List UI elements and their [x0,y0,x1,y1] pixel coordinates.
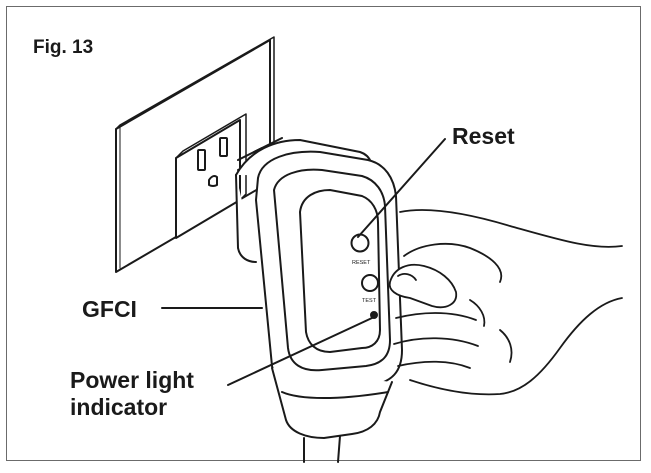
figure-label: Fig. 13 [33,37,94,58]
power-light-label-line2: indicator [70,394,168,420]
device-reset-text: RESET [352,260,371,266]
power-light-label-line1: Power light [70,367,194,393]
hand-icon [388,209,623,396]
gfci-label: GFCI [82,296,137,322]
power-light-label: Power light indicator [70,367,194,421]
leader-lines [161,138,446,386]
gfci-adapter-icon: RESET TEST [235,139,403,463]
device-test-text: TEST [362,298,377,304]
wall-outlet-icon [115,36,283,273]
reset-label: Reset [452,123,515,149]
